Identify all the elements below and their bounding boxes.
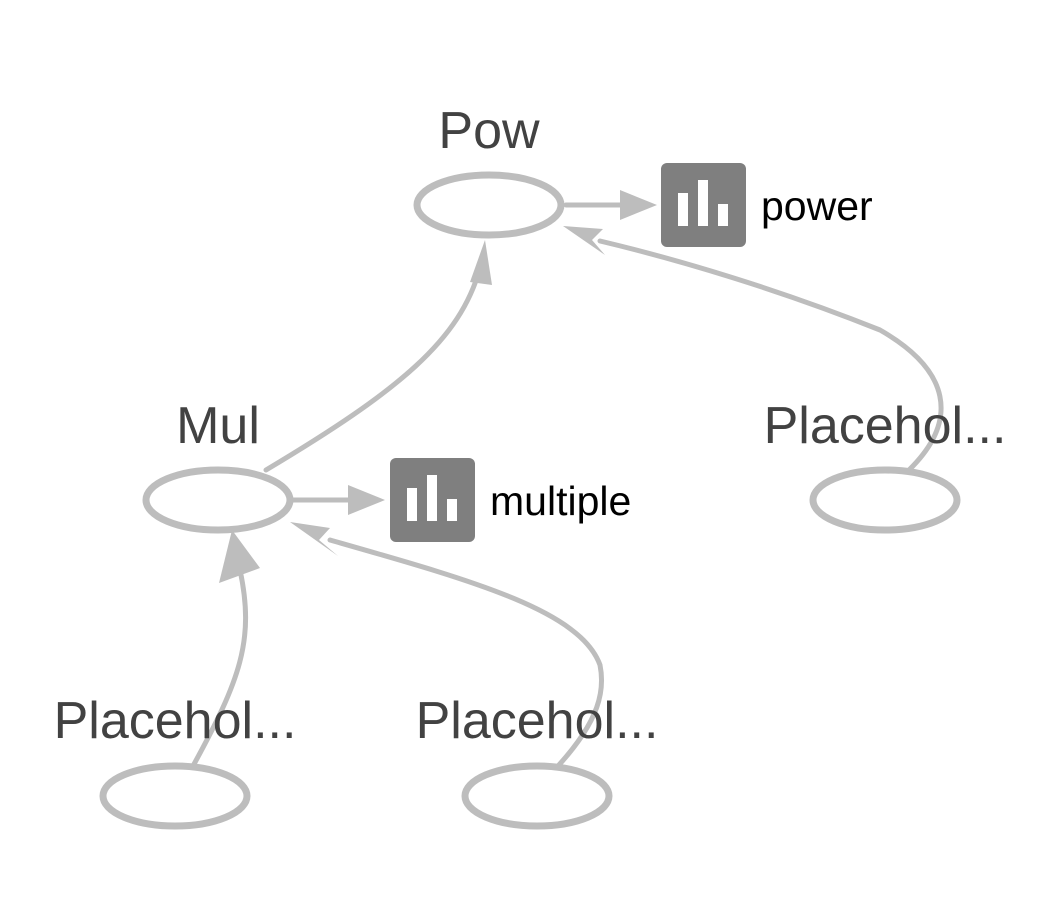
- node-pow[interactable]: Pow: [413, 102, 565, 239]
- node-placeholder-right-label: Placehol...: [764, 397, 1007, 455]
- node-mul-ellipse[interactable]: [142, 466, 294, 534]
- node-pow-ellipse[interactable]: [413, 171, 565, 239]
- summary-multiple-icon-bar-1: [407, 488, 417, 521]
- node-placeholder-right[interactable]: Placehol...: [764, 397, 1007, 534]
- arrowhead-mul-to-pow: [470, 240, 492, 285]
- node-placeholder-middle-label: Placehol...: [416, 692, 659, 750]
- node-placeholder-left-ellipse[interactable]: [99, 762, 251, 830]
- node-placeholder-middle[interactable]: Placehol...: [416, 692, 659, 830]
- summary-power-icon-bar-3: [718, 204, 728, 226]
- summary-multiple-label: multiple: [490, 478, 631, 524]
- edges: [190, 190, 944, 769]
- bar-chart-icon[interactable]: [390, 458, 475, 542]
- summary-power-icon-bar-2: [698, 180, 708, 226]
- summary-power-icon-bar-1: [678, 193, 688, 226]
- node-placeholder-left[interactable]: Placehol...: [54, 692, 297, 830]
- node-pow-label: Pow: [438, 102, 540, 160]
- arrowhead-placeholder-left-to-mul: [219, 530, 260, 583]
- arrowhead-pow-to-power: [620, 190, 657, 220]
- summary-multiple-icon-bar-2: [427, 475, 437, 521]
- edge-placeholder-right-to-pow: [597, 238, 944, 473]
- edge-placeholder-middle-to-mul: [327, 537, 605, 769]
- summary-power[interactable]: power: [661, 163, 873, 247]
- node-placeholder-right-ellipse[interactable]: [809, 466, 961, 534]
- arrowhead-placeholder-middle-to-mul: [290, 522, 338, 556]
- bar-chart-icon[interactable]: [661, 163, 746, 247]
- node-placeholder-left-label: Placehol...: [54, 692, 297, 750]
- node-placeholder-middle-ellipse[interactable]: [461, 762, 613, 830]
- edge-mul-to-pow: [263, 265, 483, 473]
- summary-multiple[interactable]: multiple: [390, 458, 631, 542]
- arrowhead-mul-to-multiple: [348, 485, 385, 515]
- node-mul[interactable]: Mul: [142, 397, 294, 534]
- summary-multiple-icon-bar-3: [447, 499, 457, 521]
- edge-placeholder-left-to-mul: [190, 567, 249, 769]
- node-mul-label: Mul: [176, 397, 260, 455]
- summary-power-label: power: [761, 183, 873, 229]
- arrowhead-placeholder-right-to-pow: [563, 226, 605, 255]
